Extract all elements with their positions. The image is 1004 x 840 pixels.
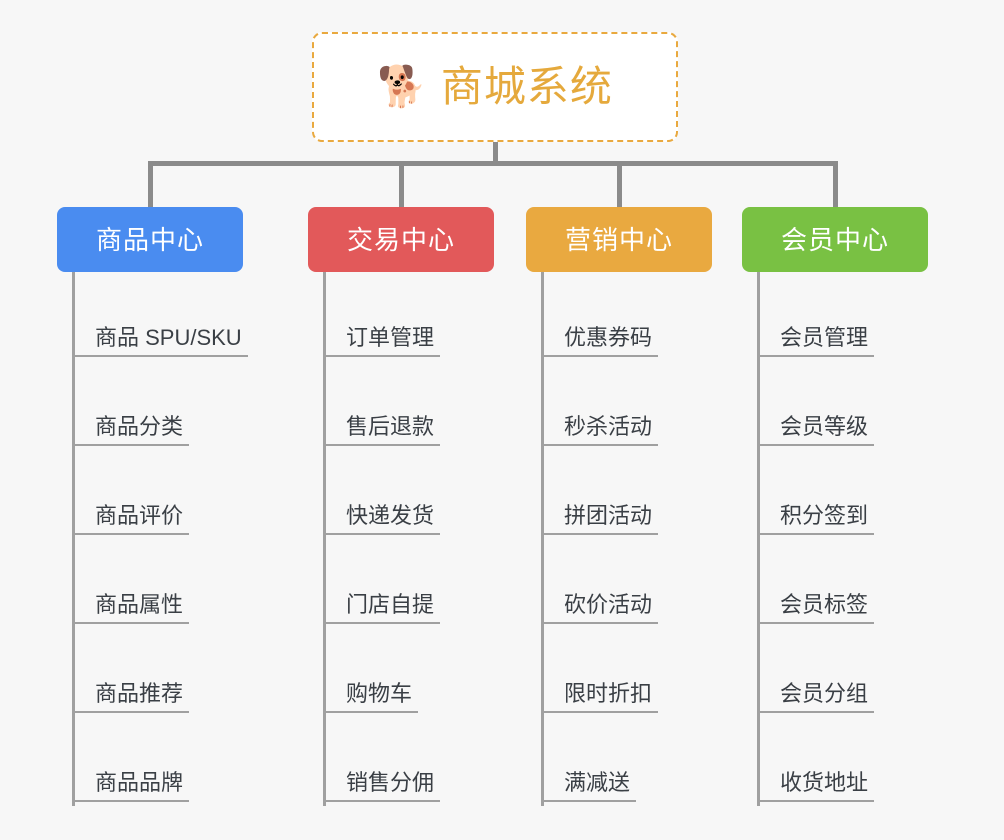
branch-header-label: 交易中心: [346, 224, 455, 255]
leaf-label: 商品分类: [75, 416, 190, 446]
list-item[interactable]: 商品评价: [75, 450, 287, 539]
branch-column-member: 会员中心 会员管理 会员等级 积分签到 会员标签 会员分组 收货地址: [742, 207, 962, 806]
leaf-label: 会员等级: [760, 416, 875, 446]
leaf-label: 商品属性: [75, 594, 190, 624]
leaf-list-product: 商品 SPU/SKU 商品分类 商品评价 商品属性 商品推荐 商品品牌: [72, 272, 287, 806]
leaf-label: 拼团活动: [544, 505, 659, 535]
list-item[interactable]: 销售分佣: [326, 717, 528, 806]
list-item[interactable]: 拼团活动: [544, 450, 746, 539]
connector-drop-3: [617, 161, 622, 207]
leaf-label: 售后退款: [326, 416, 441, 446]
leaf-label: 会员标签: [760, 594, 875, 624]
list-item[interactable]: 商品 SPU/SKU: [75, 272, 287, 361]
leaf-label: 限时折扣: [544, 683, 659, 713]
list-item[interactable]: 砍价活动: [544, 539, 746, 628]
shiba-dog-emoji: 🐕: [377, 65, 427, 109]
branch-header-marketing[interactable]: 营销中心: [526, 207, 712, 272]
list-item[interactable]: 商品属性: [75, 539, 287, 628]
list-item[interactable]: 满减送: [544, 717, 746, 806]
branch-header-trade[interactable]: 交易中心: [308, 207, 494, 272]
leaf-label: 销售分佣: [326, 772, 441, 802]
list-item[interactable]: 会员管理: [760, 272, 962, 361]
connector-drop-1: [148, 161, 153, 207]
leaf-label: 商品 SPU/SKU: [75, 327, 248, 357]
leaf-label: 门店自提: [326, 594, 441, 624]
branch-header-product[interactable]: 商品中心: [57, 207, 243, 272]
leaf-label: 商品评价: [75, 505, 190, 535]
root-node[interactable]: 🐕 商城系统: [312, 32, 678, 142]
list-item[interactable]: 商品分类: [75, 361, 287, 450]
branch-column-trade: 交易中心 订单管理 售后退款 快递发货 门店自提 购物车 销售分佣: [308, 207, 528, 806]
branch-header-label: 会员中心: [780, 224, 889, 255]
list-item[interactable]: 商品推荐: [75, 628, 287, 717]
connector-bus: [148, 161, 838, 166]
leaf-label: 商品品牌: [75, 772, 190, 802]
list-item[interactable]: 会员标签: [760, 539, 962, 628]
list-item[interactable]: 门店自提: [326, 539, 528, 628]
leaf-label: 购物车: [326, 683, 419, 713]
list-item[interactable]: 商品品牌: [75, 717, 287, 806]
list-item[interactable]: 快递发货: [326, 450, 528, 539]
leaf-label: 会员分组: [760, 683, 875, 713]
leaf-list-marketing: 优惠券码 秒杀活动 拼团活动 砍价活动 限时折扣 满减送: [541, 272, 746, 806]
list-item[interactable]: 收货地址: [760, 717, 962, 806]
branch-header-label: 营销中心: [564, 224, 673, 255]
leaf-label: 收货地址: [760, 772, 875, 802]
branch-header-label: 商品中心: [95, 224, 204, 255]
list-item[interactable]: 积分签到: [760, 450, 962, 539]
branch-column-product: 商品中心 商品 SPU/SKU 商品分类 商品评价 商品属性 商品推荐 商品品牌: [57, 207, 287, 806]
leaf-label: 砍价活动: [544, 594, 659, 624]
branch-header-member[interactable]: 会员中心: [742, 207, 928, 272]
leaf-label: 优惠券码: [544, 327, 659, 357]
list-item[interactable]: 会员等级: [760, 361, 962, 450]
list-item[interactable]: 会员分组: [760, 628, 962, 717]
list-item[interactable]: 售后退款: [326, 361, 528, 450]
leaf-label: 积分签到: [760, 505, 875, 535]
leaf-label: 订单管理: [326, 327, 441, 357]
leaf-list-member: 会员管理 会员等级 积分签到 会员标签 会员分组 收货地址: [757, 272, 962, 806]
list-item[interactable]: 购物车: [326, 628, 528, 717]
branch-column-marketing: 营销中心 优惠券码 秒杀活动 拼团活动 砍价活动 限时折扣 满减送: [526, 207, 746, 806]
root-title: 商城系统: [440, 63, 613, 110]
connector-drop-4: [833, 161, 838, 207]
list-item[interactable]: 秒杀活动: [544, 361, 746, 450]
list-item[interactable]: 优惠券码: [544, 272, 746, 361]
leaf-list-trade: 订单管理 售后退款 快递发货 门店自提 购物车 销售分佣: [323, 272, 528, 806]
leaf-label: 满减送: [544, 772, 637, 802]
leaf-label: 会员管理: [760, 327, 875, 357]
list-item[interactable]: 订单管理: [326, 272, 528, 361]
list-item[interactable]: 限时折扣: [544, 628, 746, 717]
leaf-label: 快递发货: [326, 505, 441, 535]
leaf-label: 秒杀活动: [544, 416, 659, 446]
connector-drop-2: [399, 161, 404, 207]
connector-stem: [493, 142, 498, 165]
leaf-label: 商品推荐: [75, 683, 190, 713]
